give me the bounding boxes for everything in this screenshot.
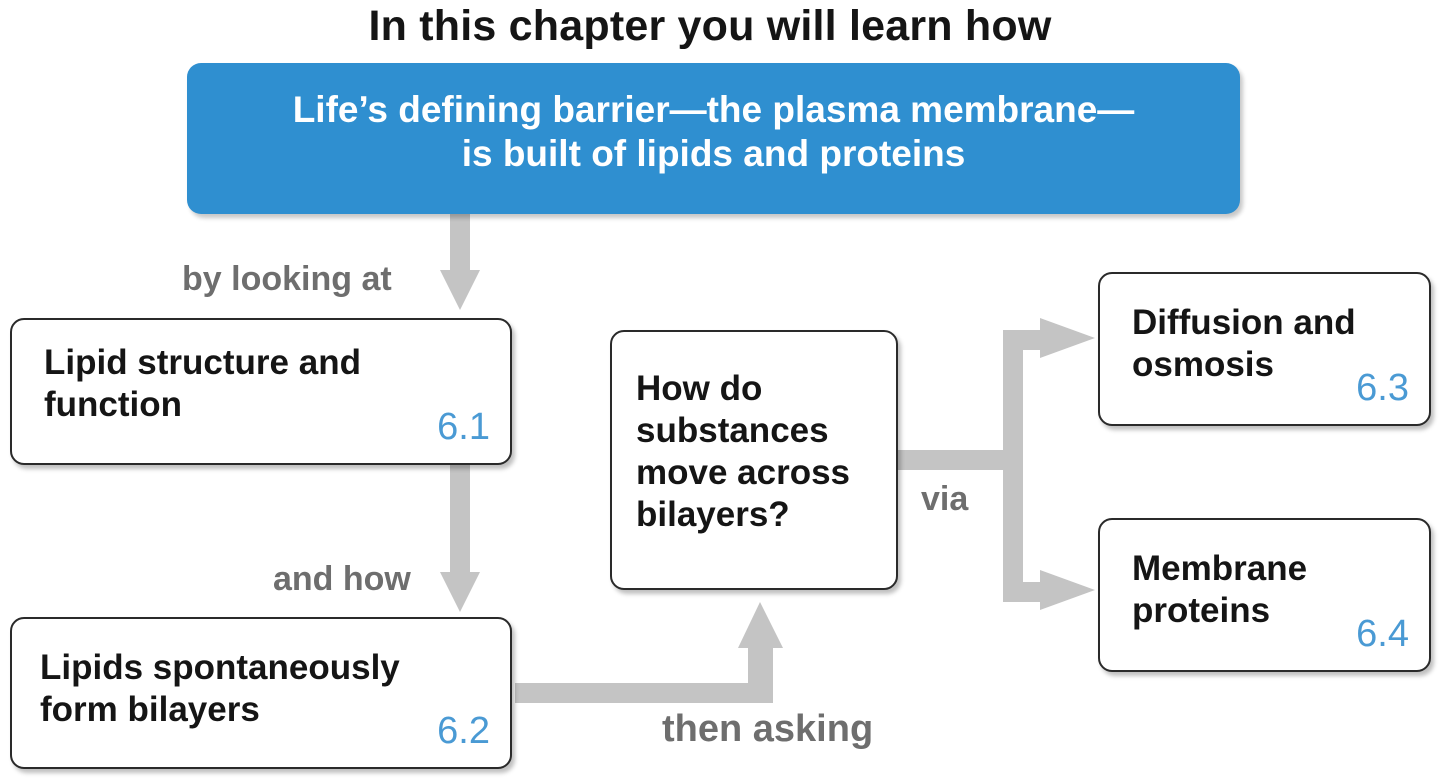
arrow-head-question — [738, 602, 783, 648]
section-number-6-1: 6.1 — [437, 406, 490, 448]
box-lipid-structure-line-1: Lipid structure and — [44, 343, 361, 382]
box-proteins-line-1: Membrane — [1132, 549, 1308, 588]
arrow-question-to-branch — [898, 450, 1022, 470]
arrow-head-proteins — [1040, 570, 1095, 610]
box-diffusion: Diffusion and osmosis 6.3 — [1098, 272, 1431, 426]
box-bilayers-line-2: form bilayers — [40, 690, 260, 729]
box-lipid-structure: Lipid structure and function 6.1 — [10, 318, 512, 465]
box-question: How do substances move across bilayers? — [610, 330, 898, 590]
banner-line-1: Life’s defining barrier—the plasma membr… — [292, 89, 1135, 130]
label-and-how: and how — [273, 560, 411, 598]
box-bilayers: Lipids spontaneously form bilayers 6.2 — [10, 617, 512, 769]
label-via: via — [921, 480, 969, 518]
arrow-branch-to-proteins — [1003, 582, 1048, 602]
label-then-asking: then asking — [662, 708, 874, 750]
arrow-branch-to-diffusion — [1003, 330, 1048, 350]
arrow-banner-to-lipid-structure — [450, 214, 470, 274]
section-number-6-3: 6.3 — [1356, 367, 1409, 409]
box-diffusion-title: Diffusion and osmosis — [1132, 302, 1356, 386]
arrow-head-diffusion — [1040, 318, 1095, 358]
box-diffusion-line-1: Diffusion and — [1132, 303, 1356, 342]
box-bilayers-line-1: Lipids spontaneously — [40, 648, 400, 687]
box-question-title: How do substances move across bilayers? — [636, 368, 850, 536]
arrow-head-lipid-structure — [440, 270, 480, 310]
box-diffusion-line-2: osmosis — [1132, 345, 1274, 384]
box-question-line-3: move across — [636, 453, 851, 492]
box-proteins-title: Membrane proteins — [1132, 548, 1307, 632]
box-question-line-1: How do — [636, 369, 763, 408]
arrow-bilayers-to-question-vertical — [748, 640, 773, 703]
box-lipid-structure-title: Lipid structure and function — [44, 342, 361, 426]
box-question-line-2: substances — [636, 411, 829, 450]
box-question-line-4: bilayers? — [636, 495, 790, 534]
arrow-head-bilayers — [440, 572, 480, 612]
membrane-banner: Life’s defining barrier—the plasma membr… — [187, 63, 1240, 214]
box-bilayers-title: Lipids spontaneously form bilayers — [40, 647, 400, 731]
label-by-looking-at: by looking at — [182, 260, 392, 298]
banner-line-2: is built of lipids and proteins — [461, 133, 966, 174]
box-proteins: Membrane proteins 6.4 — [1098, 518, 1431, 672]
arrow-bilayers-to-question-horizontal — [515, 683, 773, 703]
section-number-6-2: 6.2 — [437, 710, 490, 752]
chapter-heading: In this chapter you will learn how — [368, 2, 1052, 50]
box-proteins-line-2: proteins — [1132, 591, 1271, 630]
box-lipid-structure-line-2: function — [44, 385, 183, 424]
section-number-6-4: 6.4 — [1356, 613, 1409, 655]
arrow-branch-vertical — [1003, 330, 1023, 602]
arrow-lipid-structure-to-bilayers — [450, 465, 470, 575]
